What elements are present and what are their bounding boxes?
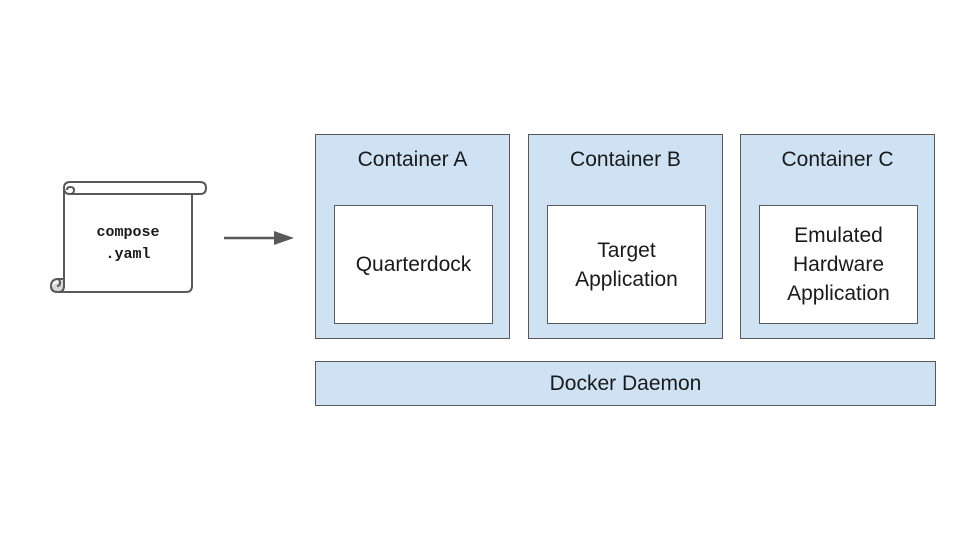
container-a: Container A Quarterdock xyxy=(315,134,510,339)
container-a-title: Container A xyxy=(357,148,468,171)
container-a-app-label: Quarterdock xyxy=(355,253,472,276)
compose-filename-line2: .yaml xyxy=(105,246,151,263)
docker-daemon-label: Docker Daemon xyxy=(549,371,702,395)
compose-file xyxy=(48,178,210,298)
scroll-icon xyxy=(49,181,208,294)
compose-filename-line1: compose xyxy=(96,224,160,241)
container-c-app-label: Emulated Hardware Application xyxy=(787,224,890,305)
container-c-app-box: Emulated Hardware Application xyxy=(759,205,918,324)
container-b-app-box: Target Application xyxy=(547,205,706,324)
container-b-app-label: Target Application xyxy=(575,238,678,291)
container-b: Container B Target Application xyxy=(528,134,723,339)
compose-filename: compose .yaml xyxy=(68,222,188,266)
right-arrow-icon xyxy=(222,228,298,248)
container-c: Container C Emulated Hardware Applicatio… xyxy=(740,134,935,339)
docker-daemon-bar: Docker Daemon xyxy=(315,361,936,406)
container-c-title: Container C xyxy=(781,148,894,171)
container-b-title: Container B xyxy=(570,148,681,171)
container-a-app-box: Quarterdock xyxy=(334,205,493,324)
